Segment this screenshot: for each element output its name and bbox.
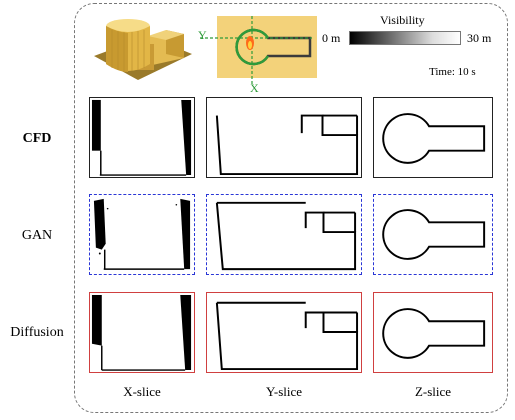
legend-max-label: 30 m (467, 31, 492, 45)
legend-title: Visibility (380, 13, 425, 27)
column-label-x-slice: X-slice (123, 384, 161, 399)
time-label: Time: 10 s (429, 66, 476, 78)
visibility-colorbar (349, 31, 461, 45)
cfd-x-slice (89, 97, 195, 178)
row-label-diffusion: Diffusion (10, 325, 64, 340)
building-3d-icon (94, 19, 192, 80)
column-label-y-slice: Y-slice (265, 384, 303, 399)
gan-y-slice (206, 194, 362, 275)
cfd-y-slice (206, 97, 362, 178)
plan-axis-y-label: Y (198, 28, 207, 42)
gan-z-slice (373, 194, 493, 275)
legend-min-label: 0 m (322, 31, 341, 45)
diffusion-z-slice (373, 292, 493, 373)
diffusion-y-slice (206, 292, 362, 373)
diffusion-x-slice (89, 292, 195, 373)
row-label-gan: GAN (21, 228, 53, 243)
row-label-cfd: CFD (22, 131, 52, 146)
figure-frame (74, 3, 508, 413)
cfd-z-slice (373, 97, 493, 178)
column-label-z-slice: Z-slice (414, 384, 452, 399)
plan-axis-x-label: X (250, 81, 259, 95)
floor-plan-diagram (200, 16, 317, 86)
gan-x-slice (89, 194, 195, 275)
